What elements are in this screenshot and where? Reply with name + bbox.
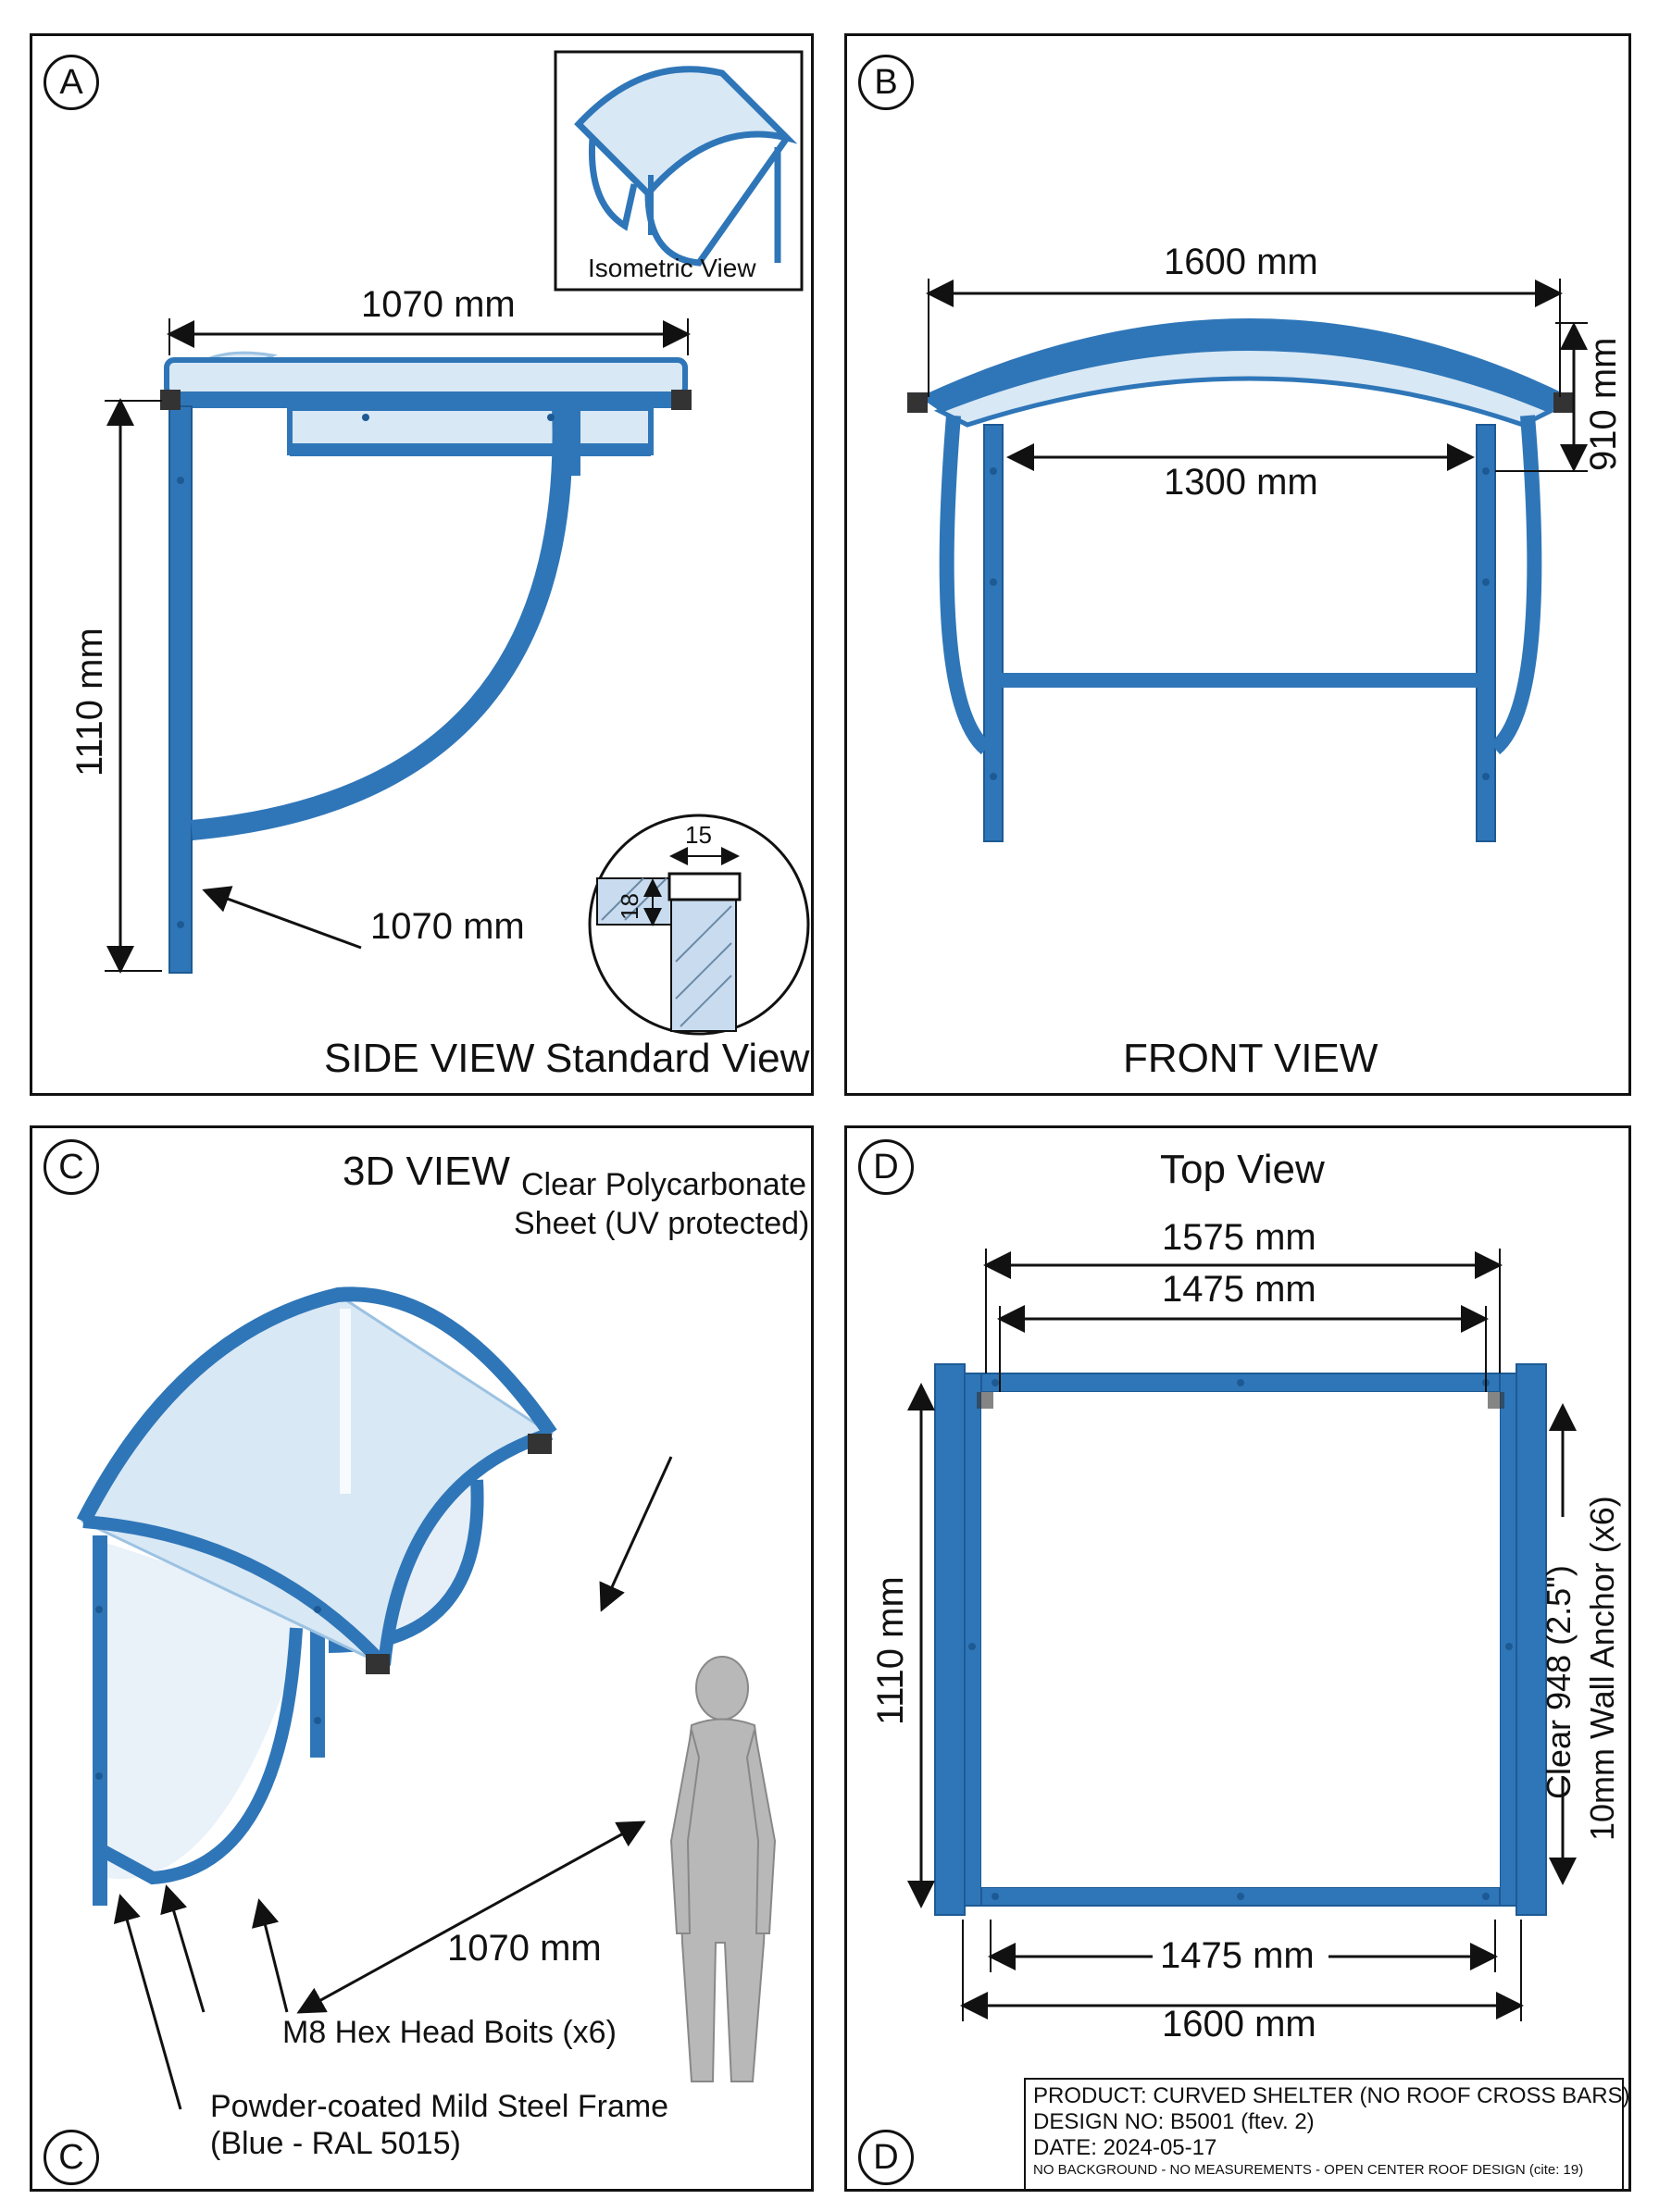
- panel-side-view: A Isometric View 1070 mm 1110 mm 1070 mm…: [30, 33, 814, 1096]
- clearance-note: Clear 948 (2.5"): [1540, 1565, 1578, 1799]
- isometric-inset-shelter: [574, 66, 798, 267]
- frame-note-line2: (Blue - RAL 5015): [210, 2126, 461, 2161]
- panel-d-badge-top: D: [858, 1139, 914, 1195]
- panel-c-badge-bottom: C: [44, 2130, 99, 2185]
- 3d-depth-dimension: 1070 mm: [447, 1928, 602, 1969]
- panel-top-view: D Top View 1575 mm 1475 mm 1110 mm 1475 …: [844, 1125, 1631, 2192]
- isometric-caption: Isometric View: [588, 254, 756, 282]
- title-block-note: NO BACKGROUND - NO MEASUREMENTS - OPEN C…: [1033, 2162, 1584, 2178]
- panel-3d-view: C 3D VIEW Clear Polycarbonate Sheet (UV …: [30, 1125, 814, 2192]
- panel-b-badge: B: [858, 55, 914, 110]
- top-inner-bottom-dimension: 1475 mm: [1160, 1935, 1315, 1976]
- 3d-view-drawing: [76, 1286, 777, 2110]
- bolts-note: M8 Hex Head Boits (x6): [282, 2015, 617, 2050]
- side-top-dimension: 1070 mm: [361, 284, 516, 325]
- top-height-dimension: 1110 mm: [870, 1576, 911, 1725]
- top-view-drawing: [907, 1249, 1577, 2021]
- top-view-title: Top View: [1160, 1147, 1325, 1192]
- title-block-product: PRODUCT: CURVED SHELTER (NO ROOF CROSS B…: [1033, 2083, 1630, 2108]
- side-view-shelter: [160, 351, 692, 974]
- front-view-caption: FRONT VIEW: [1123, 1036, 1378, 1081]
- panel-front-view: B 1600 mm 1300 mm 910 mm FRONT VIEW: [844, 33, 1631, 1096]
- panel-a-badge: A: [44, 55, 99, 110]
- sheet-note-line1: Clear Polycarbonate: [521, 1167, 807, 1202]
- detail-width-dimension: 15: [685, 821, 712, 849]
- wall-anchor-note: 10mm Wall Anchor (x6): [1583, 1496, 1621, 1841]
- top-outer-bottom-dimension: 1600 mm: [1162, 2004, 1316, 2044]
- front-width-dimension: 1600 mm: [1164, 242, 1318, 282]
- detail-height-dimension: 18: [616, 893, 643, 920]
- panel-d-badge-bottom: D: [858, 2130, 914, 2185]
- person-silhouette: [669, 1656, 777, 2082]
- front-view-shelter: [907, 318, 1574, 842]
- top-inner-top-dimension: 1475 mm: [1162, 1269, 1316, 1310]
- side-bottom-dimension: 1070 mm: [370, 906, 525, 947]
- title-block: PRODUCT: CURVED SHELTER (NO ROOF CROSS B…: [1024, 2078, 1630, 2191]
- front-rise-dimension: 910 mm: [1583, 337, 1624, 472]
- 3d-shelter: [76, 1286, 557, 1906]
- side-view-drawing: [105, 50, 810, 1036]
- title-block-date: DATE: 2024-05-17: [1033, 2135, 1217, 2160]
- top-view-frame: [934, 1363, 1547, 1916]
- 3d-view-title: 3D VIEW: [343, 1149, 510, 1194]
- front-view-drawing: [907, 279, 1588, 842]
- frame-note-line1: Powder-coated Mild Steel Frame: [210, 2089, 669, 2124]
- top-outer-top-dimension: 1575 mm: [1162, 1217, 1316, 1258]
- sheet-note-line2: Sheet (UV protected): [514, 1206, 810, 1241]
- panel-c-badge-top: C: [44, 1139, 99, 1195]
- side-height-dimension: 1110 mm: [69, 628, 110, 777]
- title-block-design-no: DESIGN NO: B5001 (ftev. 2): [1033, 2109, 1315, 2134]
- side-view-caption: SIDE VIEW: [324, 1036, 535, 1081]
- standard-view-caption: Standard View: [545, 1036, 810, 1081]
- front-inner-dimension: 1300 mm: [1164, 462, 1318, 503]
- profile-detail-circle: [588, 814, 810, 1036]
